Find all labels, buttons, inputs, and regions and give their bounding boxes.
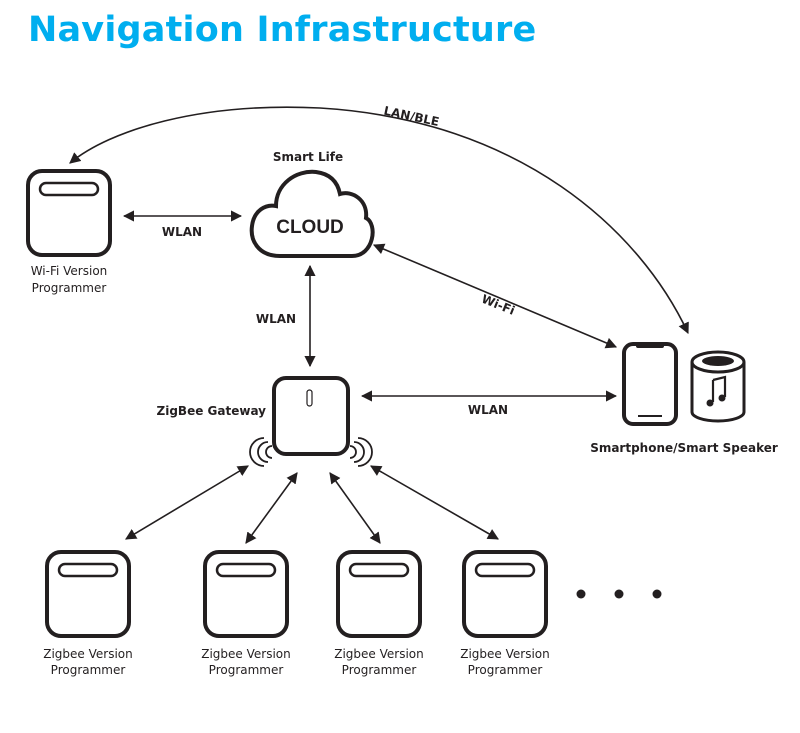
more-devices-ellipsis-icon [576, 589, 662, 599]
zigbee-programmer-1: Zigbee Version Programmer [43, 550, 133, 677]
link-label-cloud-phone: Wi-Fi [479, 292, 516, 318]
wifi-programmer-icon [26, 169, 112, 257]
cloud-icon [249, 169, 375, 258]
zigbee-programmer-label-1: Zigbee Version [201, 647, 291, 661]
zigbee-programmer-3: Zigbee Version Programmer [334, 550, 424, 677]
zigbee-programmer-label-1: Zigbee Version [334, 647, 424, 661]
link-lan-ble [69, 106, 689, 335]
signal-waves-left-icon [249, 437, 273, 467]
link-label-cloud-gateway: WLAN [256, 312, 296, 326]
link-label-lan-ble: LAN/BLE [382, 104, 440, 129]
signal-waves-right-icon [349, 437, 373, 467]
link-gateway-zigbee-3 [329, 472, 381, 544]
zigbee-programmer-4: Zigbee Version Programmer [460, 550, 550, 677]
zigbee-programmer-icon [45, 550, 131, 638]
wifi-programmer-label-2: Programmer [32, 281, 107, 295]
zigbee-programmer-icon [203, 550, 289, 638]
endpoint-label: Smartphone/Smart Speaker [590, 441, 778, 455]
zigbee-programmer-2: Zigbee Version Programmer [201, 550, 291, 677]
link-gateway-zigbee-2 [245, 472, 298, 544]
link-cloud-phone [372, 243, 618, 349]
link-gateway-zigbee-4 [370, 465, 499, 540]
smartphone-icon [622, 342, 678, 426]
zigbee-programmer-label-1: Zigbee Version [460, 647, 550, 661]
music-note-icon [706, 375, 727, 407]
zigbee-programmer-icon [336, 550, 422, 638]
zigbee-programmer-label-1: Zigbee Version [43, 647, 133, 661]
zigbee-programmer-label-2: Programmer [51, 663, 126, 677]
zigbee-programmer-icon [462, 550, 548, 638]
link-gateway-zigbee-1 [125, 465, 249, 540]
link-label-programmer-cloud: WLAN [162, 225, 202, 239]
zigbee-gateway-label: ZigBee Gateway [157, 404, 267, 418]
zigbee-programmer-label-2: Programmer [209, 663, 284, 677]
wifi-programmer-label-1: Wi-Fi Version [31, 264, 108, 278]
page-title: Navigation Infrastructure [28, 10, 537, 50]
zigbee-programmer-label-2: Programmer [342, 663, 417, 677]
smart-speaker-icon [690, 350, 746, 423]
zigbee-programmer-label-2: Programmer [468, 663, 543, 677]
cloud-caption: Smart Life [273, 150, 343, 164]
zigbee-gateway-icon [272, 376, 350, 456]
link-label-gateway-phone: WLAN [468, 403, 508, 417]
cloud-label: CLOUD [276, 217, 344, 238]
